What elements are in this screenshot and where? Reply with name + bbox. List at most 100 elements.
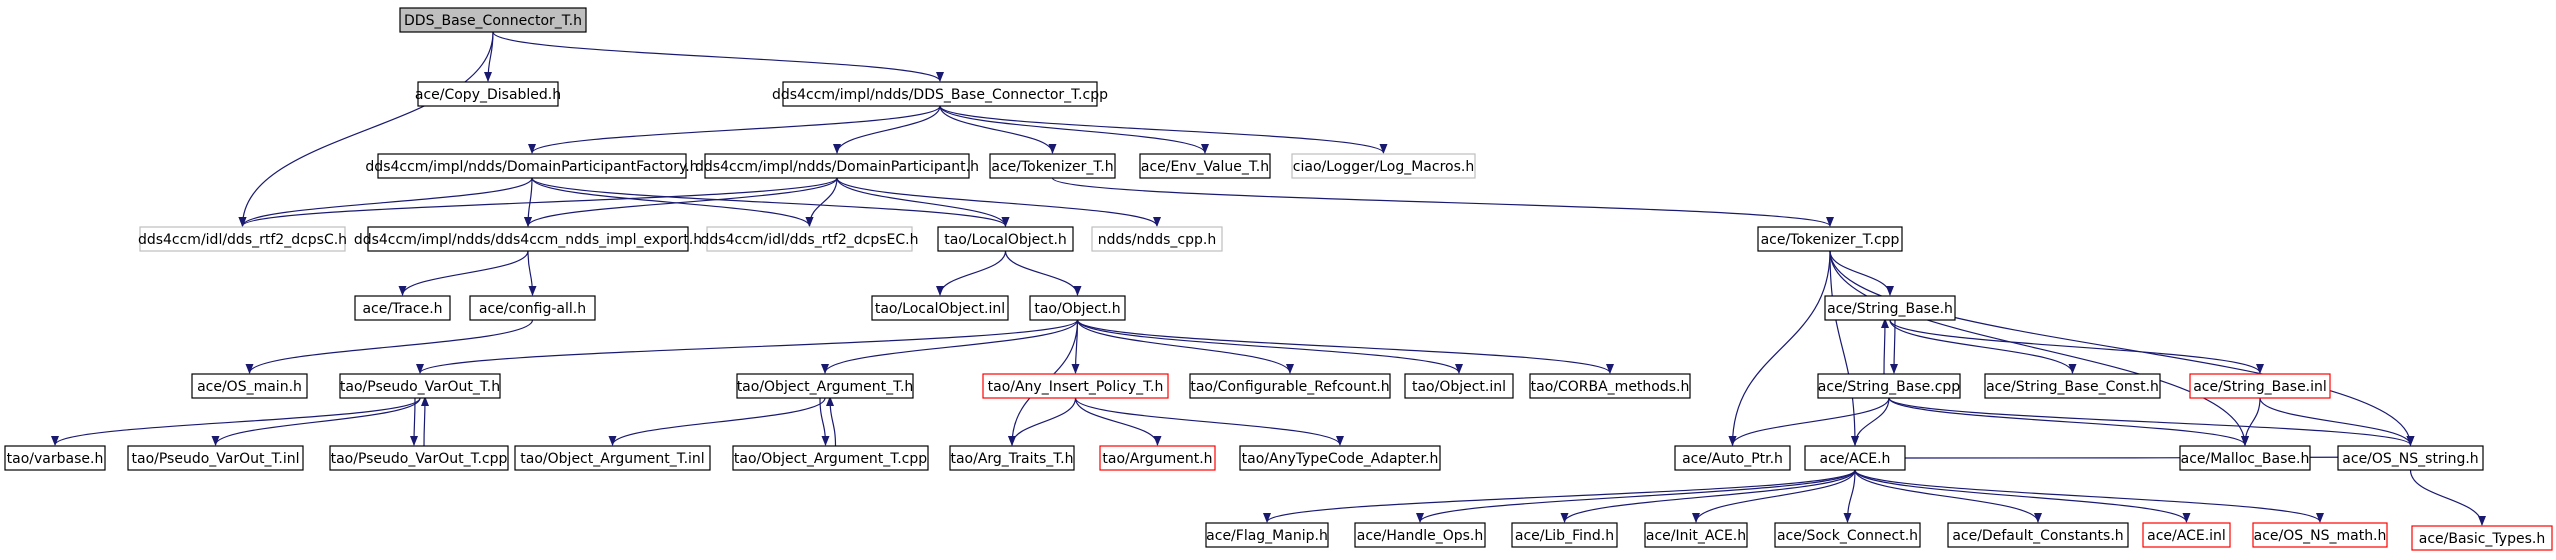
file-node-argument[interactable]: tao/Argument.h bbox=[1099, 445, 1216, 471]
file-node-local-object[interactable]: tao/LocalObject.h bbox=[937, 226, 1074, 252]
file-node-ace-h[interactable]: ace/ACE.h bbox=[1804, 445, 1906, 471]
file-node-tokenizer-cpp[interactable]: ace/Tokenizer_T.cpp bbox=[1757, 226, 1903, 252]
node-label: ace/config-all.h bbox=[479, 301, 586, 317]
file-node-pseudo-varout[interactable]: tao/Pseudo_VarOut_T.h bbox=[339, 373, 501, 399]
file-node-malloc-base[interactable]: ace/Malloc_Base.h bbox=[2179, 445, 2311, 471]
file-node-default-constants[interactable]: ace/Default_Constants.h bbox=[1947, 522, 2129, 548]
node-box bbox=[949, 445, 1075, 471]
file-node-flag-manip[interactable]: ace/Flag_Manip.h bbox=[1205, 522, 1329, 548]
node-label: ace/Basic_Types.h bbox=[2419, 531, 2545, 547]
file-node-trace[interactable]: ace/Trace.h bbox=[354, 295, 451, 321]
file-node-anytypecode[interactable]: tao/AnyTypeCode_Adapter.h bbox=[1239, 445, 1441, 471]
file-node-lib-find[interactable]: ace/Lib_Find.h bbox=[1511, 522, 1618, 548]
file-node-impl-export[interactable]: dds4ccm/impl/ndds/dds4ccm_ndds_impl_expo… bbox=[354, 226, 702, 252]
node-box bbox=[1947, 522, 2129, 548]
file-node-varbase[interactable]: tao/varbase.h bbox=[4, 445, 106, 471]
file-node-dcpsC[interactable]: dds4ccm/idl/dds_rtf2_dcpsC.h bbox=[138, 226, 347, 252]
file-node-handle-ops[interactable]: ace/Handle_Ops.h bbox=[1354, 522, 1486, 548]
file-node-init-ace[interactable]: ace/Init_ACE.h bbox=[1644, 522, 1748, 548]
file-node-dpf-h[interactable]: dds4ccm/impl/ndds/DomainParticipantFacto… bbox=[365, 153, 699, 179]
file-node-log-macros[interactable]: ciao/Logger/Log_Macros.h bbox=[1291, 153, 1476, 179]
edge-connector_cpp-to-env_value bbox=[939, 105, 1209, 154]
edge-tokenizer_h-to-tokenizer_cpp bbox=[1051, 177, 1834, 227]
node-box bbox=[1099, 445, 1216, 471]
node-box bbox=[1354, 522, 1486, 548]
node-label: ace/Handle_Ops.h bbox=[1357, 528, 1484, 544]
node-label: dds4ccm/impl/ndds/DomainParticipantFacto… bbox=[365, 159, 698, 175]
file-node-auto-ptr[interactable]: ace/Auto_Ptr.h bbox=[1674, 445, 1791, 471]
node-box bbox=[937, 226, 1074, 252]
edge-string_base_inl-to-malloc_base bbox=[2241, 397, 2261, 446]
edge-ace_h-to-ace_inl bbox=[1854, 469, 2191, 523]
node-label: ciao/Logger/Log_Macros.h bbox=[1293, 159, 1474, 175]
node-box bbox=[1757, 226, 1903, 252]
node-box bbox=[1139, 153, 1271, 179]
node-box bbox=[1404, 373, 1514, 399]
node-box bbox=[782, 81, 1098, 107]
file-node-arg-traits[interactable]: tao/Arg_Traits_T.h bbox=[949, 445, 1075, 471]
file-node-ace-inl[interactable]: ace/ACE.inl bbox=[2142, 522, 2231, 548]
file-node-local-object-inl[interactable]: tao/LocalObject.inl bbox=[871, 295, 1009, 321]
edge-ace_h-to-os_ns_string bbox=[1854, 456, 2412, 467]
node-label: dds4ccm/idl/dds_rtf2_dcpsC.h bbox=[138, 232, 347, 248]
node-label: ace/String_Base.cpp bbox=[1818, 379, 1961, 395]
file-node-os-ns-string[interactable]: ace/OS_NS_string.h bbox=[2337, 445, 2484, 471]
node-label: ace/String_Base_Const.h bbox=[1986, 379, 2159, 395]
file-node-config-refcount[interactable]: tao/Configurable_Refcount.h bbox=[1189, 373, 1391, 399]
node-label: ace/Flag_Manip.h bbox=[1206, 528, 1328, 544]
node-box bbox=[1189, 373, 1391, 399]
edge-object_h-to-corba_methods bbox=[1076, 319, 1614, 374]
file-node-corba-methods[interactable]: tao/CORBA_methods.h bbox=[1529, 373, 1691, 399]
file-node-string-base-const[interactable]: ace/String_Base_Const.h bbox=[1984, 373, 2161, 399]
edge-pseudo_varout-to-pseudo_varout_cpp bbox=[410, 397, 419, 446]
file-node-string-base-h[interactable]: ace/String_Base.h bbox=[1824, 295, 1956, 321]
file-node-string-base-cpp[interactable]: ace/String_Base.cpp bbox=[1817, 373, 1961, 399]
file-node-object-inl[interactable]: tao/Object.inl bbox=[1404, 373, 1514, 399]
file-node-env-value[interactable]: ace/Env_Value_T.h bbox=[1139, 153, 1271, 179]
file-node-object-arg-inl[interactable]: tao/Object_Argument_T.inl bbox=[514, 445, 711, 471]
node-box bbox=[2189, 373, 2331, 399]
file-node-connector-cpp[interactable]: dds4ccm/impl/ndds/DDS_Base_Connector_T.c… bbox=[772, 81, 1108, 107]
edge-string_base_cpp-to-malloc_base bbox=[1888, 397, 2249, 446]
file-node-basic-types[interactable]: ace/Basic_Types.h bbox=[2411, 525, 2553, 551]
node-box bbox=[1674, 445, 1791, 471]
file-node-sock-connect[interactable]: ace/Sock_Connect.h bbox=[1774, 522, 1921, 548]
node-box bbox=[1804, 445, 1906, 471]
edge-tokenizer_cpp-to-os_ns_string bbox=[1829, 250, 2415, 446]
file-node-object-arg[interactable]: tao/Object_Argument_T.h bbox=[736, 373, 914, 399]
node-box bbox=[2411, 525, 2553, 551]
file-node-config-all[interactable]: ace/config-all.h bbox=[469, 295, 596, 321]
file-node-pseudo-varout-cpp[interactable]: tao/Pseudo_VarOut_T.cpp bbox=[329, 445, 509, 471]
node-label: ace/Env_Value_T.h bbox=[1141, 159, 1269, 175]
edge-object_h-to-object_inl bbox=[1076, 319, 1463, 374]
node-label: ace/Malloc_Base.h bbox=[2181, 451, 2310, 467]
edge-string_base_cpp-to-auto_ptr bbox=[1728, 397, 1890, 446]
file-node-dcpsEC[interactable]: dds4ccm/idl/dds_rtf2_dcpsEC.h bbox=[701, 226, 919, 252]
file-node-copy-disabled[interactable]: ace/Copy_Disabled.h bbox=[415, 81, 561, 107]
file-node-object-arg-cpp[interactable]: tao/Object_Argument_T.cpp bbox=[732, 445, 929, 471]
edge-string_base_h-to-string_base_const bbox=[1889, 319, 2077, 374]
file-node-pseudo-varout-inl[interactable]: tao/Pseudo_VarOut_T.inl bbox=[127, 445, 304, 471]
node-label: dds4ccm/impl/ndds/DomainParticipant.h bbox=[695, 159, 979, 175]
edge-object_h-to-object_arg bbox=[821, 319, 1079, 374]
file-node-os-main[interactable]: ace/OS_main.h bbox=[191, 373, 308, 399]
file-node-object-h[interactable]: tao/Object.h bbox=[1029, 295, 1126, 321]
node-box bbox=[704, 153, 970, 179]
file-node-ndds-cpp[interactable]: ndds/ndds_cpp.h bbox=[1091, 226, 1223, 252]
edge-root-to-dcpsC bbox=[238, 31, 494, 227]
edge-tokenizer_cpp-to-ace_h bbox=[1829, 250, 1859, 446]
file-node-dp-h[interactable]: dds4ccm/impl/ndds/DomainParticipant.h bbox=[695, 153, 979, 179]
edge-os_ns_string-to-basic_types bbox=[2409, 469, 2486, 526]
node-label: ace/OS_main.h bbox=[197, 379, 302, 395]
node-label: ace/Init_ACE.h bbox=[1646, 528, 1746, 544]
node-box bbox=[399, 7, 587, 33]
file-node-tokenizer-h[interactable]: ace/Tokenizer_T.h bbox=[989, 153, 1116, 179]
file-node-string-base-inl[interactable]: ace/String_Base.inl bbox=[2189, 373, 2331, 399]
file-node-any-insert[interactable]: tao/Any_Insert_Policy_T.h bbox=[982, 373, 1169, 399]
edge-config_all-to-os_main bbox=[245, 319, 534, 374]
node-label: ace/Lib_Find.h bbox=[1515, 528, 1614, 544]
file-node-os-ns-math[interactable]: ace/OS_NS_math.h bbox=[2252, 522, 2388, 548]
edge-impl_export-to-config_all bbox=[527, 250, 537, 296]
node-label: ace/String_Base.inl bbox=[2193, 379, 2327, 395]
node-box bbox=[736, 373, 914, 399]
